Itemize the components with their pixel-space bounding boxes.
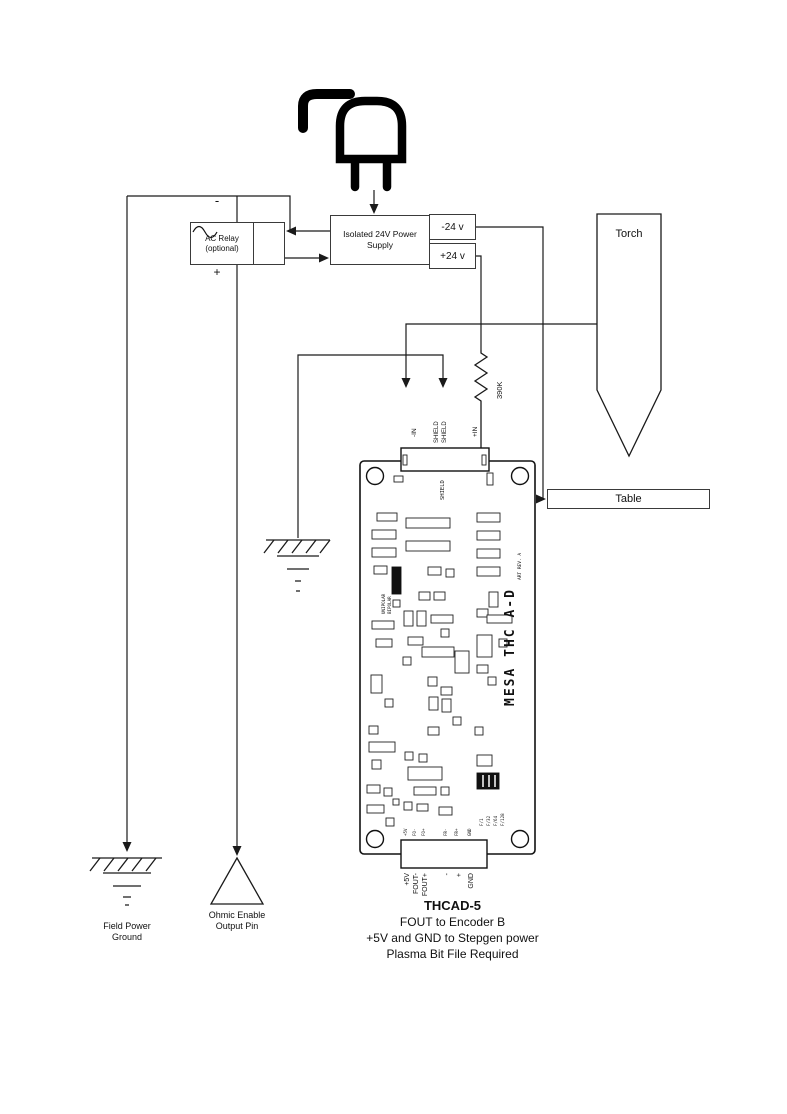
wire-ground-to-shield	[297, 354, 444, 538]
resistor-390k	[473, 350, 489, 448]
arrow-into-table	[536, 494, 546, 504]
ohmic-enable-label: Ohmic Enable Output Pin	[197, 910, 277, 932]
pin-label-pos-in: +IN	[472, 426, 479, 437]
bipolar-silk: BIPOLAR	[387, 596, 392, 614]
pin-label-shield-1: SHIELD	[434, 421, 440, 443]
pin-label-plus: +	[456, 873, 463, 877]
neg-24v-box: -24 v	[429, 214, 476, 240]
caption-line-3: Plasma Bit File Required	[386, 947, 519, 961]
field-power-ground-label: Field Power Ground	[87, 921, 167, 943]
ac-relay-box: AC Relay (optional)	[190, 222, 285, 265]
pin-silk: GND	[467, 828, 472, 836]
ohmic-output-pin-symbol	[209, 856, 265, 905]
board-top-header	[400, 447, 490, 472]
caption-title: THCAD-5	[423, 898, 482, 913]
relay-plus-terminal: +	[213, 265, 221, 279]
arrow-into-relay	[286, 226, 296, 236]
freq-jumper-label: F/32	[486, 815, 491, 826]
table-label: Table	[615, 493, 642, 505]
field-power-ground-symbol	[89, 857, 162, 906]
pin-label-minus: -	[444, 872, 451, 875]
torch-label: Torch	[615, 228, 643, 240]
caption-block: THCAD-5 FOUT to Encoder B +5V and GND to…	[330, 898, 575, 962]
arrow-into-ohmic	[232, 846, 242, 856]
pin-label-shield-2: SHIELD	[442, 421, 448, 443]
earth-ground-symbol	[263, 539, 331, 592]
pin-label-neg-in: -IN	[411, 428, 418, 437]
unipolar-silk: UNIPOLAR	[381, 593, 386, 614]
arrow-field-ground	[122, 842, 132, 852]
freq-jumper-label: F/1	[479, 818, 484, 826]
wire-neutral-top	[127, 195, 330, 232]
psu-label-2: Supply	[367, 240, 393, 250]
board-bottom-header	[400, 839, 488, 869]
psu-label-1: Isolated 24V Power	[343, 229, 417, 239]
freq-jumper-label: F/64	[493, 815, 498, 826]
ac-sine-icon	[192, 223, 284, 264]
pin-label-fout-plus: FOUT+	[422, 873, 429, 896]
relay-minus-terminal: -	[214, 193, 220, 208]
thcad5-board: MESA THC A-D ART REV. A SHIELD UNIPOLAR …	[359, 447, 536, 869]
board-components	[366, 454, 513, 827]
pin-label-fout-minus: FOUT-	[413, 872, 420, 894]
psu-box: Isolated 24V Power Supply	[330, 215, 430, 265]
pos-24v-box: +24 v	[429, 243, 476, 269]
pin-silk: FO-	[412, 828, 417, 836]
pin-label-5v: +5V	[404, 873, 411, 886]
board-rev-text: ART REV. A	[517, 553, 523, 580]
torch-outline	[596, 213, 662, 458]
arrow-plug-down	[369, 204, 379, 214]
freq-jumper-label: F/128	[500, 813, 505, 826]
caption-line-1: FOUT to Encoder B	[399, 915, 506, 929]
board-brand-text: MESA THC A-D	[503, 588, 518, 706]
ohmic-line-1: Ohmic Enable	[208, 910, 266, 920]
neg-24v-label: -24 v	[441, 221, 464, 233]
table-box: Table	[547, 489, 710, 509]
caption-line-2: +5V and GND to Stepgen power	[366, 931, 539, 945]
ohmic-line-2: Output Pin	[215, 921, 259, 931]
arrow-into-psu	[319, 253, 329, 263]
pin-silk: FR-	[443, 828, 448, 836]
pin-silk: +5V	[403, 828, 408, 836]
pin-silk: FO+	[421, 828, 426, 836]
pin-silk: FR+	[454, 828, 459, 836]
wire-pos24-to-resistor	[476, 255, 482, 350]
arrow-into-negin	[401, 378, 411, 388]
resistor-value-label: 390K	[495, 381, 504, 399]
relay-label-2: (optional)	[205, 243, 239, 253]
relay-label-1: AC Relay	[205, 233, 239, 243]
ac-plug-icon	[298, 89, 407, 192]
field-ground-line-1: Field Power	[103, 921, 151, 931]
board-shield-silk: SHIELD	[440, 480, 446, 500]
arrow-into-shield	[438, 378, 448, 388]
pos-24v-label: +24 v	[440, 250, 465, 262]
wire-torch-to-negin	[405, 323, 597, 379]
pin-label-gnd: GND	[468, 873, 475, 889]
field-ground-line-2: Ground	[111, 932, 143, 942]
